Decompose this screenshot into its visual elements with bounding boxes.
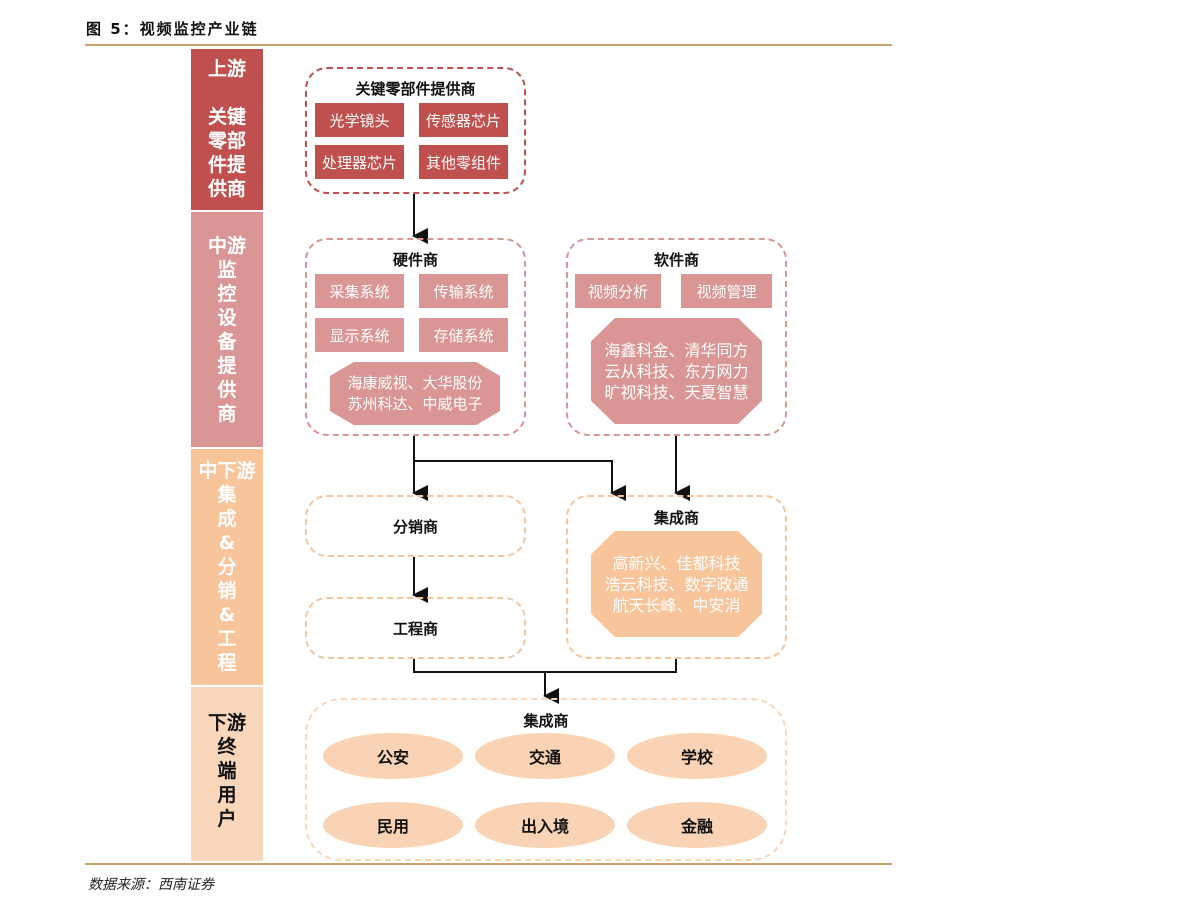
item-other-components: 其他零组件	[419, 145, 508, 179]
stage-label-line: 分	[217, 556, 237, 578]
integrator-title: 集成商	[653, 509, 699, 527]
stage-label-line: 控	[217, 283, 237, 305]
arrow-hardware-to-integrator	[414, 460, 626, 501]
end-users-group: 集成商	[305, 698, 787, 861]
item-video-management: 视频管理	[681, 274, 772, 308]
stage-mid-downstream: 中下游集成&分销&工程	[191, 449, 263, 685]
item-display-system: 显示系统	[315, 318, 404, 352]
stage-label-line: 用	[217, 784, 237, 806]
user-police: 公安	[323, 733, 463, 779]
company-line: 旷视科技、天夏智慧	[604, 382, 749, 402]
software-group: 软件商	[566, 238, 787, 436]
item-transmission-system: 传输系统	[419, 274, 508, 308]
hardware-companies: 海康威视、大华股份 苏州科达、中威电子	[330, 362, 500, 425]
user-school: 学校	[627, 733, 767, 779]
item-storage-system: 存储系统	[419, 318, 508, 352]
item-video-analysis: 视频分析	[575, 274, 661, 308]
stage-label-line: &	[218, 532, 236, 554]
key-parts-group: 关键零部件提供商	[305, 67, 526, 194]
company-line: 海康威视、大华股份	[347, 373, 483, 392]
end-users-title: 集成商	[523, 712, 569, 730]
engineering-group: 工程商	[305, 597, 526, 659]
stage-label-line: 零部	[207, 130, 246, 152]
item-optical-lens: 光学镜头	[315, 103, 404, 137]
engineering-title: 工程商	[392, 619, 438, 638]
user-finance: 金融	[627, 802, 767, 848]
user-border-control: 出入境	[475, 802, 615, 848]
connector-merge	[413, 659, 677, 673]
item-processor-chip: 处理器芯片	[315, 145, 404, 179]
user-transport: 交通	[475, 733, 615, 779]
software-title: 软件商	[653, 251, 699, 269]
hardware-title: 硬件商	[392, 251, 438, 269]
stage-label-line: 供商	[207, 178, 246, 200]
stage-label-line: 成	[217, 508, 237, 530]
integrator-companies: 高新兴、佳都科技 浩云科技、数字政通 航天长峰、中安消	[591, 531, 762, 637]
stage-label-line: 商	[217, 403, 237, 425]
stage-downstream: 下游终端用户	[191, 687, 263, 861]
bottom-rule	[85, 863, 892, 865]
stage-label-line: 提	[217, 355, 237, 377]
company-line: 苏州科达、中威电子	[347, 394, 483, 413]
stage-label-line: 销	[217, 580, 237, 602]
stage-label-line: 件提	[207, 154, 246, 176]
stage-label-line: 下游	[207, 712, 246, 734]
stage-label-line: 集	[217, 484, 237, 506]
stage-label-line: 备	[217, 331, 237, 353]
stage-label-line: 设	[217, 307, 237, 329]
stage-upstream: 上游关键零部件提供商	[191, 49, 263, 210]
stage-label-line: 供	[217, 379, 237, 401]
stage-label-line: 监	[217, 259, 237, 281]
key-parts-title: 关键零部件提供商	[355, 80, 476, 98]
stage-label-line: 程	[217, 652, 237, 674]
figure-title: 图 5：视频监控产业链	[86, 20, 259, 38]
integrator-group: 集成商	[566, 495, 787, 659]
stage-midstream: 中游监控设备提供商	[191, 212, 263, 447]
top-rule	[85, 44, 892, 46]
stage-label-line: 端	[217, 760, 237, 782]
stage-label-line: 终	[217, 736, 237, 758]
company-line: 浩云科技、数字政通	[604, 574, 749, 594]
user-civil: 民用	[323, 802, 463, 848]
company-line: 海鑫科金、清华同方	[604, 340, 749, 360]
software-companies: 海鑫科金、清华同方 云从科技、东方网力 旷视科技、天夏智慧	[591, 318, 762, 424]
distributor-title: 分销商	[392, 517, 438, 536]
stage-label-line: 中游	[207, 235, 246, 257]
distributor-group: 分销商	[305, 495, 526, 557]
stage-label-line: &	[218, 604, 236, 626]
item-capture-system: 采集系统	[315, 274, 404, 308]
company-line: 高新兴、佳都科技	[612, 553, 741, 573]
item-sensor-chip: 传感器芯片	[419, 103, 508, 137]
stage-label-line: 关键	[207, 106, 246, 128]
hardware-group: 硬件商	[305, 238, 526, 436]
stage-label-line: 户	[217, 808, 237, 830]
stage-label-line: 中下游	[198, 460, 256, 482]
stage-label-line: 上游	[207, 58, 246, 80]
company-line: 云从科技、东方网力	[604, 361, 749, 381]
company-line: 航天长峰、中安消	[612, 595, 741, 615]
stage-label-line: 工	[217, 628, 237, 650]
source-note: 数据来源：西南证券	[88, 877, 214, 893]
